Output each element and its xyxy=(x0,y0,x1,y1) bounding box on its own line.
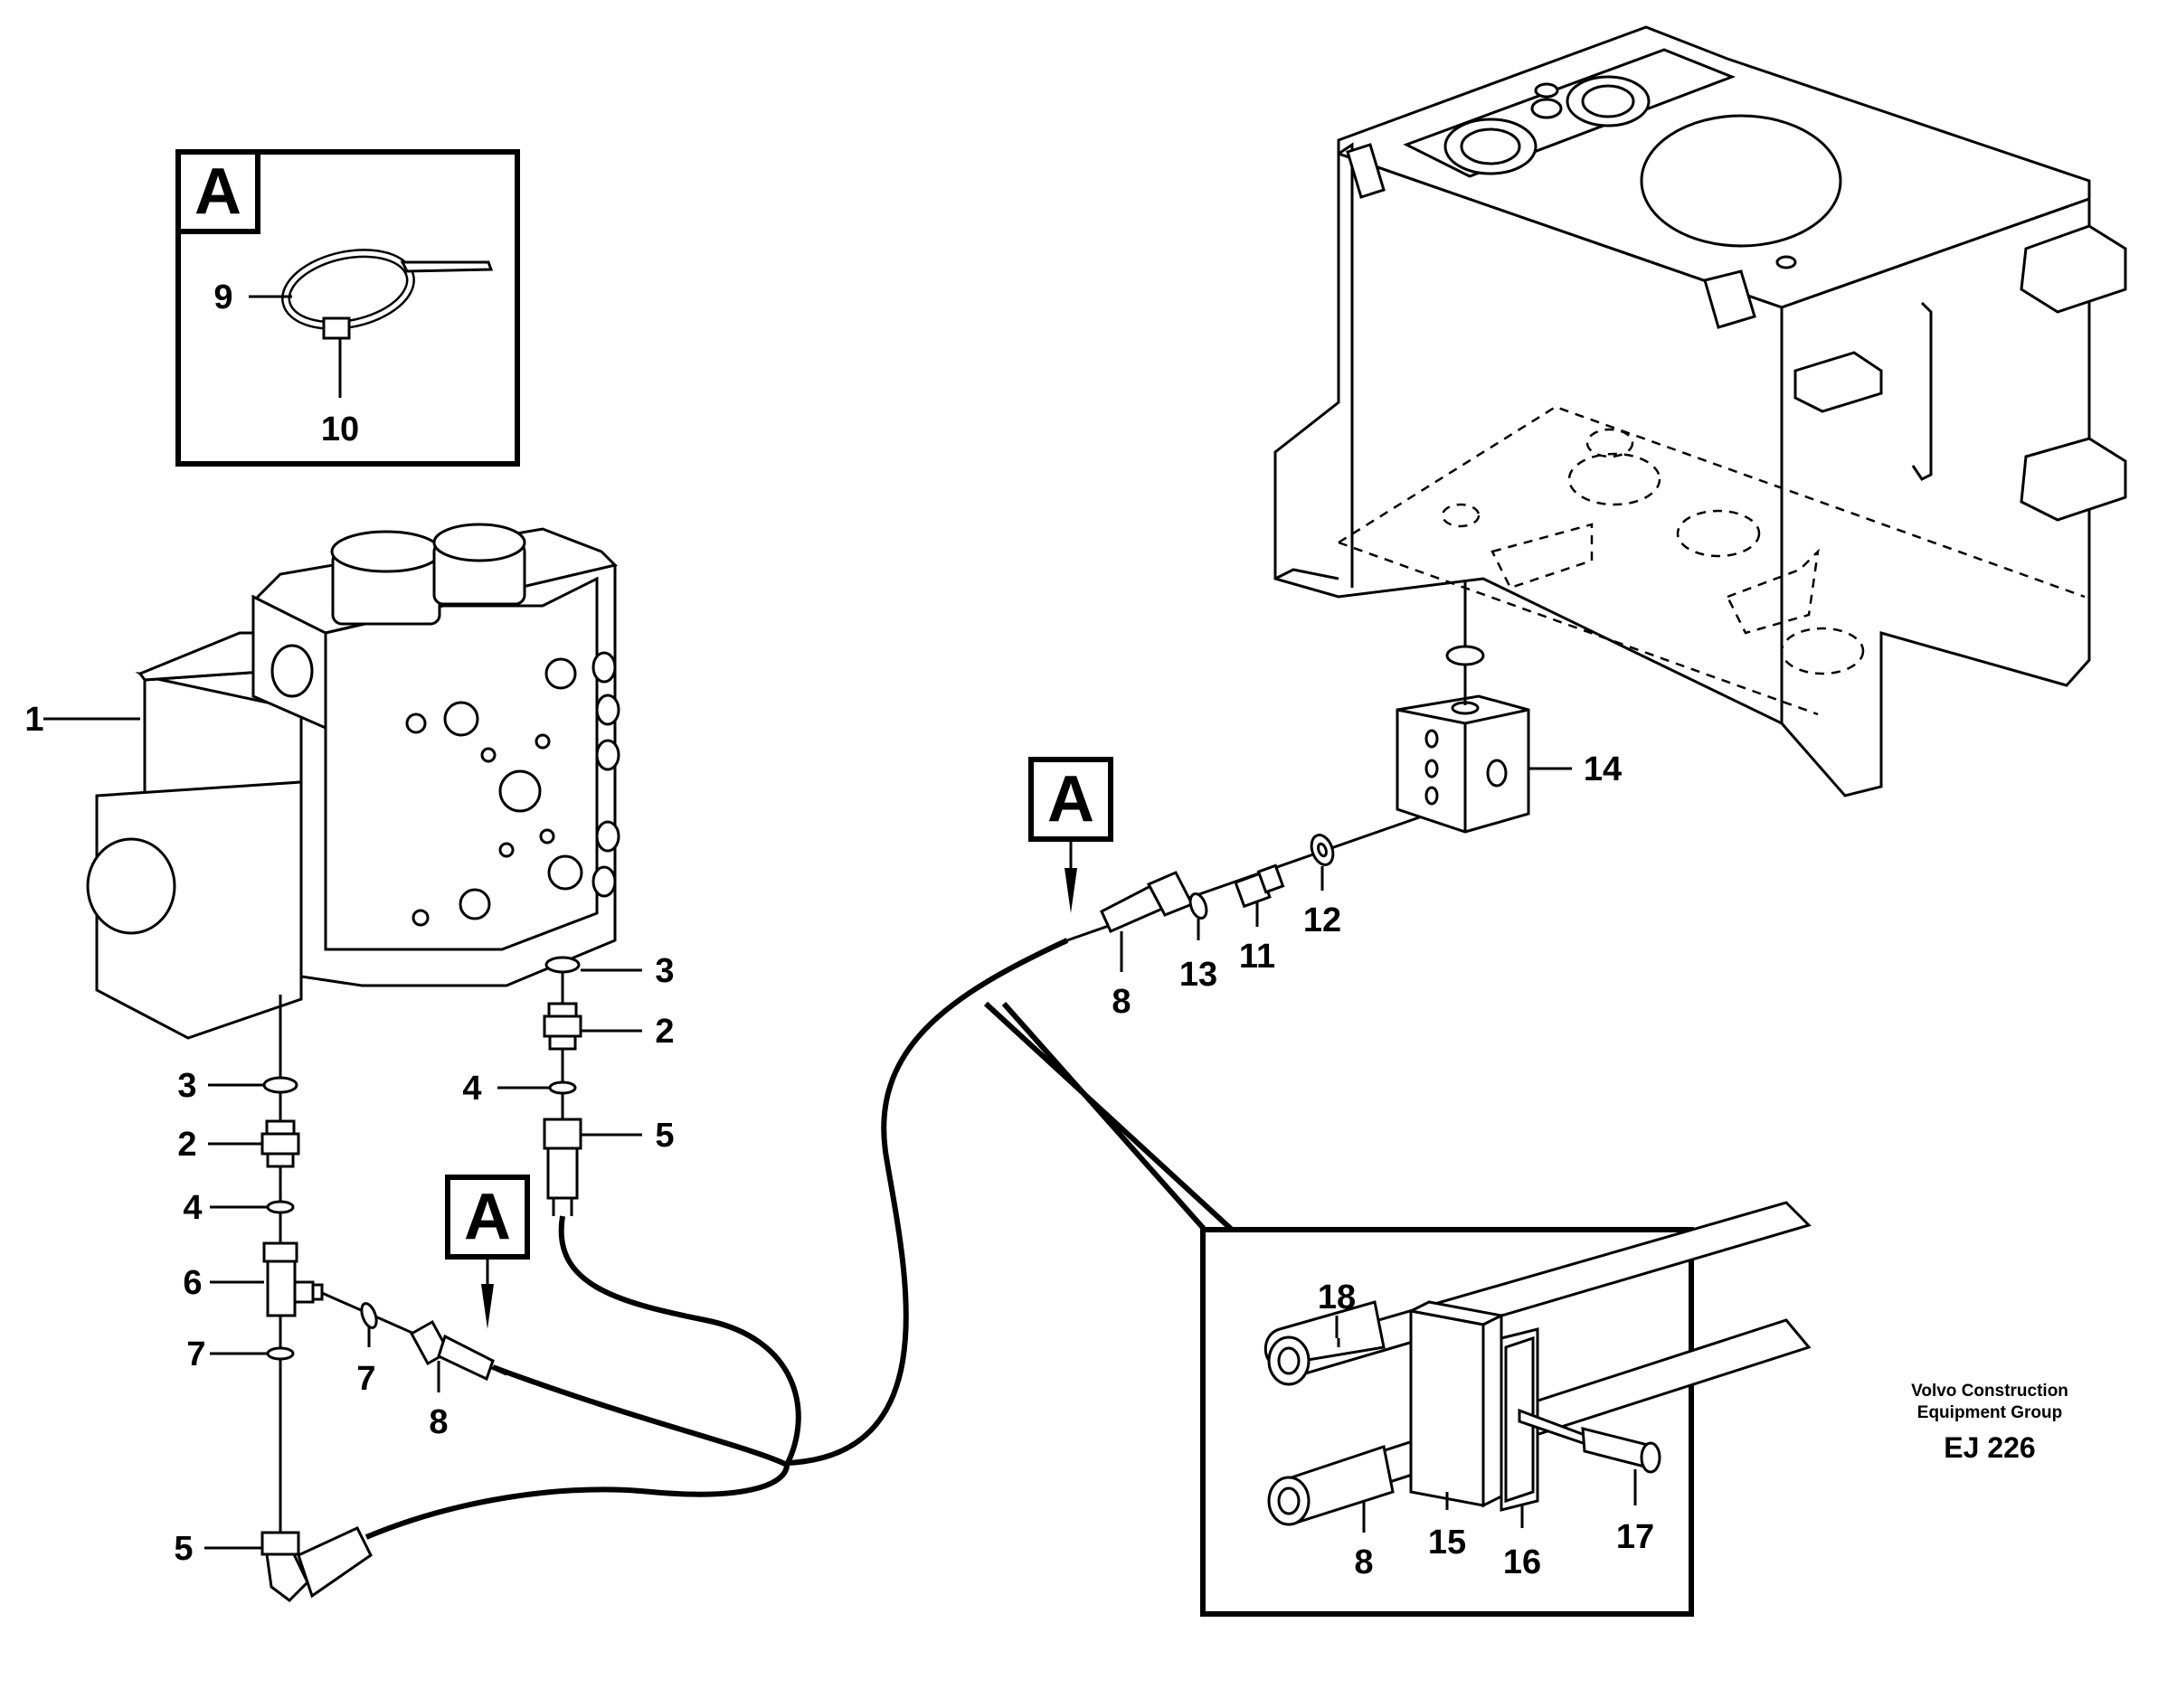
credit-line-2: Equipment Group xyxy=(1917,1403,2062,1422)
inset-badge-label: A xyxy=(194,156,241,228)
callout-5-left: 5 xyxy=(174,1530,193,1568)
detail-inset-a: A 9 10 xyxy=(175,149,520,467)
callout-16: 16 xyxy=(1503,1543,1541,1581)
hose-end-8-left xyxy=(409,1319,495,1382)
callout-2-left: 2 xyxy=(177,1126,196,1164)
callout-14: 14 xyxy=(1584,750,1622,788)
callout-7-right: 7 xyxy=(356,1360,375,1398)
drawing-code: EJ 226 xyxy=(1944,1431,2035,1464)
o-ring-7-right xyxy=(360,1302,378,1329)
callout-4-left: 4 xyxy=(183,1189,202,1227)
clamp-inset xyxy=(983,1001,1812,1617)
o-ring-13 xyxy=(1188,892,1208,920)
callout-3-left: 3 xyxy=(177,1067,196,1105)
nut-5-right xyxy=(543,1118,582,1200)
callout-13: 13 xyxy=(1179,956,1217,994)
view-marker-a-lower: A xyxy=(445,1175,530,1329)
elbow-fitting-5-left xyxy=(260,1526,373,1602)
adapter-2-right xyxy=(543,1002,582,1051)
right-fitting-stack xyxy=(543,956,582,1200)
callout-12: 12 xyxy=(1303,901,1341,939)
o-ring-4-left xyxy=(266,1200,295,1214)
callout-5-right: 5 xyxy=(655,1117,674,1155)
publisher-credit: Volvo Construction Equipment Group EJ 22… xyxy=(1911,1382,2068,1464)
callout-18: 18 xyxy=(1318,1279,1356,1316)
cable-tie-icon xyxy=(281,249,494,340)
inset-badge-frame xyxy=(175,149,260,234)
svg-text:A: A xyxy=(464,1181,511,1253)
tee-fitting-6 xyxy=(262,1241,324,1317)
callout-11: 11 xyxy=(1239,938,1275,976)
callout-8-left: 8 xyxy=(429,1403,448,1441)
tank-top-plate xyxy=(1403,48,1736,178)
callout-3-right: 3 xyxy=(655,952,674,990)
callout-8-inset: 8 xyxy=(1354,1543,1373,1581)
o-ring-7-left xyxy=(266,1346,295,1361)
valve-ports xyxy=(405,657,583,927)
callout-15: 15 xyxy=(1428,1524,1466,1562)
view-marker-a-upper: A xyxy=(1028,757,1113,913)
adapter-2-left xyxy=(260,1119,300,1168)
distribution-block-14 xyxy=(1396,694,1530,834)
hydraulic-tank xyxy=(1273,25,2127,797)
callout-4-right: 4 xyxy=(462,1070,481,1108)
callout-7-left: 7 xyxy=(186,1335,205,1373)
callout-8-right: 8 xyxy=(1112,983,1131,1021)
washer-3-left xyxy=(262,1076,298,1094)
left-fitting-stack xyxy=(260,1076,373,1602)
callout-1: 1 xyxy=(24,701,43,739)
o-ring-4-right xyxy=(548,1080,577,1095)
valve-side-ports xyxy=(591,651,620,898)
callout-6: 6 xyxy=(183,1264,202,1302)
callout-17: 17 xyxy=(1616,1518,1654,1556)
control-valve-block xyxy=(86,523,620,1040)
svg-text:A: A xyxy=(1047,763,1094,835)
callout-2-right: 2 xyxy=(655,1013,674,1051)
callout-9: 9 xyxy=(213,278,232,316)
tank-top-opening xyxy=(1640,114,1842,248)
washer-3-right xyxy=(544,956,581,974)
o-ring-block-tank xyxy=(1445,645,1485,666)
adapter-11 xyxy=(1234,863,1285,909)
credit-line-1: Volvo Construction xyxy=(1911,1382,2068,1401)
hose-end-8-right xyxy=(1100,871,1195,933)
callout-10: 10 xyxy=(321,410,359,448)
